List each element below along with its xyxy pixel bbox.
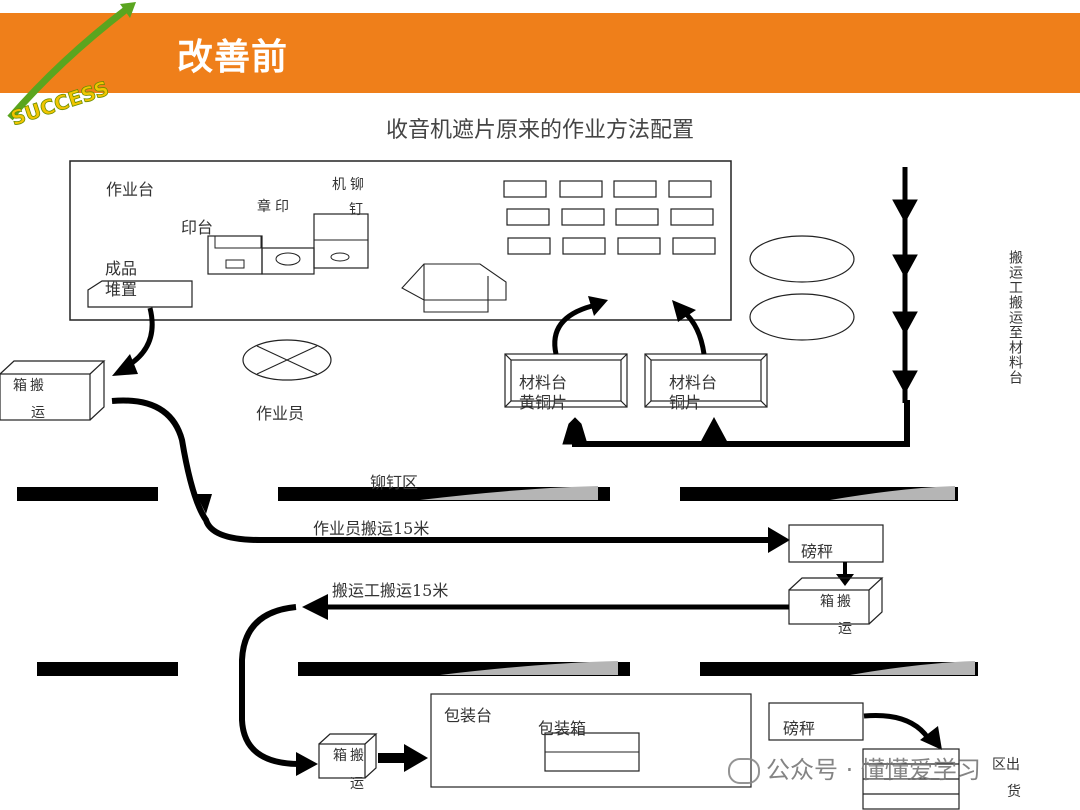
- scale-2: [768, 702, 864, 741]
- watermark: 公众号 · 懂懂爱学习: [728, 750, 981, 785]
- porter-arrows: [562, 167, 918, 447]
- label-packing-box: 包装箱: [538, 719, 587, 738]
- label-copper-2: 铜片: [669, 393, 702, 412]
- label-riveter-2: 钉: [349, 202, 363, 218]
- label-ship-2: 货: [1007, 784, 1021, 800]
- watermark-text: 公众号 · 懂懂爱学习: [766, 756, 981, 784]
- label-box-carry-3b: 运: [350, 776, 364, 792]
- label-ship-1: 区出: [992, 757, 1020, 773]
- label-finished-1: 成品: [105, 259, 138, 278]
- riveter-box: [313, 213, 369, 269]
- shipping-stack: [862, 748, 960, 810]
- stamp-box: [261, 247, 315, 275]
- page-title: 改善前: [177, 37, 289, 78]
- label-scale-1: 磅秤: [801, 542, 834, 561]
- label-riveter-1: 机铆: [332, 177, 368, 193]
- label-box-carry-1b: 运: [31, 405, 45, 421]
- operator-carry-path: [111, 397, 770, 543]
- part-outline: [401, 263, 507, 313]
- rivet-zone-row-2: [37, 661, 978, 676]
- oval-bottom: [749, 293, 855, 341]
- label-finished-2: 堆置: [105, 280, 138, 299]
- oval-top: [749, 235, 855, 283]
- scale-1: [788, 524, 884, 563]
- finished-pile: [87, 280, 193, 308]
- label-stamp: 章印: [257, 199, 293, 215]
- label-rivet-zone: 铆钉区: [370, 473, 419, 492]
- arrow-copper-to-bench: [682, 310, 707, 355]
- box-carry-3: [318, 733, 378, 779]
- diagram-title: 收音机遮片原来的作业方法配置: [385, 118, 694, 143]
- success-logo: SUCCESS: [7, 2, 136, 130]
- label-scale-2: 磅秤: [783, 719, 816, 738]
- box-carry-1: [0, 360, 106, 421]
- label-packing-table: 包装台: [444, 706, 493, 725]
- label-workbench: 作业台: [106, 180, 155, 199]
- material-slots: [503, 180, 716, 255]
- material-table-copper: [644, 353, 768, 408]
- label-box-carry-2a: 箱搬: [820, 594, 854, 610]
- material-table-brass: [504, 353, 628, 408]
- label-operator: 作业员: [256, 404, 305, 423]
- label-box-carry-3a: 箱搬: [333, 748, 367, 764]
- label-copper-1: 材料台: [669, 373, 718, 392]
- label-box-carry-1a: 箱搬: [13, 378, 47, 394]
- rivet-zone-row-1: [17, 486, 958, 501]
- label-brass-2: 黄铜片: [519, 393, 568, 412]
- label-brass-1: 材料台: [519, 373, 568, 392]
- label-box-carry-2b: 运: [838, 621, 852, 637]
- header-bar: [0, 13, 1080, 93]
- arrow-brass-to-bench: [552, 303, 593, 355]
- label-porter-vertical: 搬运工搬运至材料台: [1007, 250, 1023, 385]
- label-ink-pad: 印台: [181, 218, 214, 237]
- label-operator-carry: 作业员搬运15米: [313, 519, 430, 538]
- packing-table: [430, 693, 752, 788]
- operator-symbol: [242, 339, 332, 381]
- chat-icon: [728, 758, 760, 784]
- workbench-outline: [69, 160, 732, 321]
- label-porter-carry: 搬运工搬运15米: [332, 581, 449, 600]
